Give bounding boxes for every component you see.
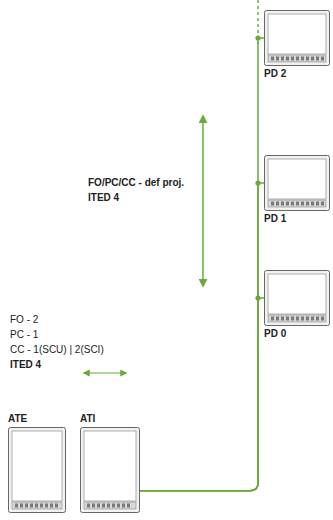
cabinet-icon xyxy=(264,155,330,211)
cabinet-label: ATI xyxy=(80,413,95,424)
junction-dot xyxy=(255,35,260,40)
cabinet-node: PD 1 xyxy=(264,155,330,211)
cable-connector xyxy=(140,298,264,491)
span-arrow xyxy=(84,372,126,373)
cabinet-icon xyxy=(80,427,140,513)
cabinet-label: PD 0 xyxy=(264,328,286,339)
cabinet-node: PD 2 xyxy=(264,10,330,66)
annotation-text: PC - 1 xyxy=(10,329,38,341)
annotation-text: CC - 1(SCU) | 2(SCI) xyxy=(10,344,104,356)
annotation-text: ITED 4 xyxy=(88,192,119,204)
cabinet-node: ATE xyxy=(8,427,66,513)
cable-connector xyxy=(140,183,264,491)
cabinet-node: PD 0 xyxy=(264,270,330,326)
cable-connector xyxy=(140,38,264,491)
cabinet-label: ATE xyxy=(8,413,27,424)
cabinet-label: PD 1 xyxy=(264,213,286,224)
cabinet-icon xyxy=(264,10,330,66)
span-arrow xyxy=(202,116,204,286)
annotation-text: FO/PC/CC - def proj. xyxy=(88,177,184,189)
cabinet-node: ATI xyxy=(80,427,140,513)
cabinet-label: PD 2 xyxy=(264,68,286,79)
annotation-text: FO - 2 xyxy=(10,314,38,326)
cabinet-icon xyxy=(8,427,66,513)
cabinet-icon xyxy=(264,270,330,326)
annotation-text: ITED 4 xyxy=(10,359,41,371)
